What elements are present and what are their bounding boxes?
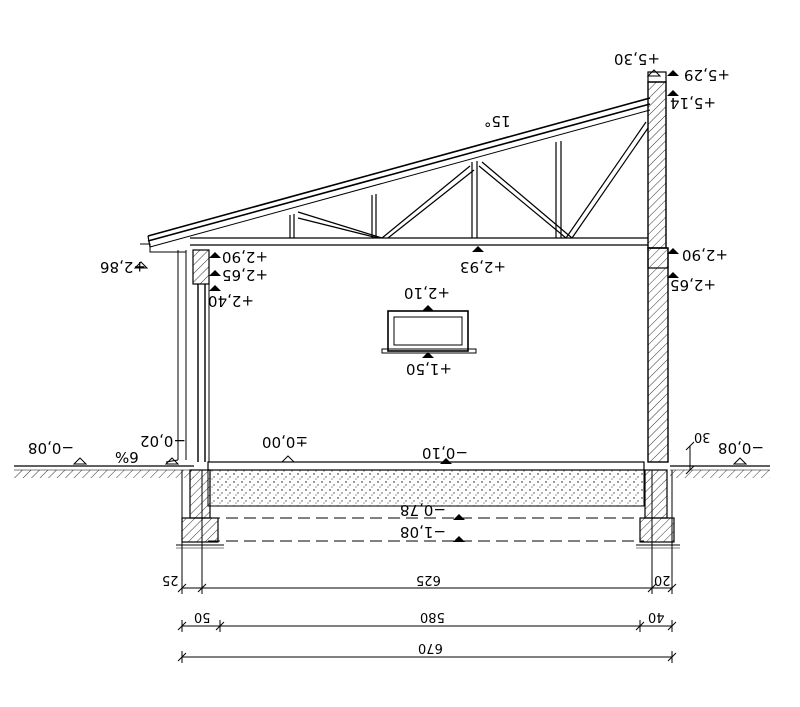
- elev-left-wall-low: +2,40: [208, 292, 254, 310]
- window: [381, 310, 477, 354]
- dim-row2-middle: 580: [420, 609, 445, 624]
- ground-hatch: [14, 470, 770, 478]
- elev-ridge-eaves-2: +5,14: [670, 94, 716, 112]
- dimension-row-3: 670: [177, 640, 677, 663]
- dimension-row-2: 50 580 40: [177, 609, 677, 632]
- roof-slope-label: 15°: [484, 112, 511, 130]
- dimension-row-1: 25 625 20: [162, 470, 677, 594]
- elev-left-eave: +2,86: [100, 258, 146, 276]
- floor-slab: [207, 461, 645, 542]
- elevation-markers: [72, 69, 748, 542]
- elevation-labels: +5,30 +5,29 +5,14 +2,90 +2,65 +2,86 +2,9…: [28, 50, 764, 541]
- dim-row1-left: 25: [162, 572, 179, 587]
- dim-row1-right: 20: [654, 572, 671, 587]
- roof-truss: [190, 121, 649, 246]
- elev-right-wall-lintel: +2,65: [670, 276, 716, 294]
- right-wall: [647, 71, 669, 463]
- elev-right-wall-top: +2,90: [682, 246, 728, 264]
- right-foundation: [636, 469, 680, 549]
- roof: [147, 97, 651, 248]
- elev-ground-slope: −0,02: [140, 432, 186, 450]
- elev-ground-right: −0,08: [718, 439, 764, 457]
- elev-floor-finish: −0,10: [422, 444, 468, 462]
- dim-row1-middle: 625: [416, 572, 441, 587]
- plinth-height-label: 30: [694, 429, 711, 444]
- left-foundation: [176, 469, 224, 549]
- elev-window-sill: +1,50: [406, 360, 452, 378]
- elev-window-top: +2,10: [404, 284, 450, 302]
- plinth-dimension: 30: [685, 429, 711, 475]
- elev-floor-zero: ±0,00: [262, 433, 308, 451]
- dim-row2-left: 50: [194, 609, 211, 624]
- elev-ground-left: −0,08: [28, 439, 74, 457]
- elev-ridge-eaves-1: +5,29: [684, 66, 730, 84]
- elev-truss-bottom: +2,93: [460, 258, 506, 276]
- dim-row2-right: 40: [648, 609, 665, 624]
- slope-percent: 6%: [115, 448, 139, 466]
- elev-left-wall-mid: +2,65: [222, 266, 268, 284]
- elev-foundation-top: −0,78: [400, 501, 446, 519]
- downpipe: [140, 243, 187, 463]
- elev-ridge-top: +5,30: [614, 50, 660, 68]
- dim-row3-total: 670: [418, 640, 443, 655]
- elev-left-wall-top: +2,90: [222, 248, 268, 266]
- left-wall: [192, 249, 210, 462]
- elev-foundation-bottom: −1,08: [400, 523, 446, 541]
